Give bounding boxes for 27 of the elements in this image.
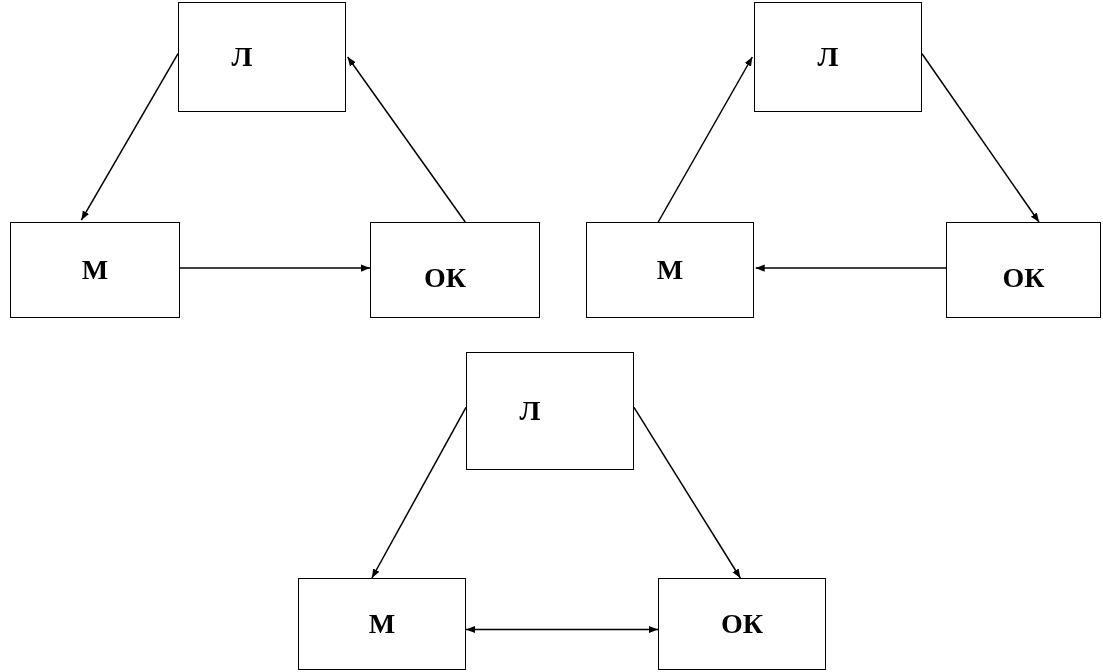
- arrow: [465, 625, 659, 634]
- arrow: [80, 52, 179, 221]
- node-label: Л: [817, 41, 839, 73]
- arrow: [657, 56, 754, 223]
- node-label: М: [81, 254, 109, 286]
- process-box: [946, 222, 1101, 318]
- process-box: [754, 2, 922, 112]
- process-box: [370, 222, 540, 318]
- node-label: М: [656, 254, 684, 286]
- process-box: [586, 222, 754, 318]
- arrow: [371, 406, 467, 579]
- process-box: [658, 578, 826, 670]
- process-box: [466, 352, 634, 470]
- process-box: [298, 578, 466, 670]
- node-label: М: [368, 608, 396, 640]
- arrow: [754, 264, 947, 272]
- arrow: [921, 52, 1040, 223]
- arrow: [346, 56, 466, 223]
- arrow: [633, 406, 742, 579]
- node-label: Л: [231, 41, 253, 73]
- node-label: ОК: [720, 608, 764, 640]
- node-label: Л: [519, 395, 541, 427]
- node-label: ОК: [1002, 262, 1045, 294]
- arrow: [179, 264, 371, 272]
- process-box: [178, 2, 346, 112]
- node-label: ОК: [423, 262, 467, 294]
- process-box: [10, 222, 180, 318]
